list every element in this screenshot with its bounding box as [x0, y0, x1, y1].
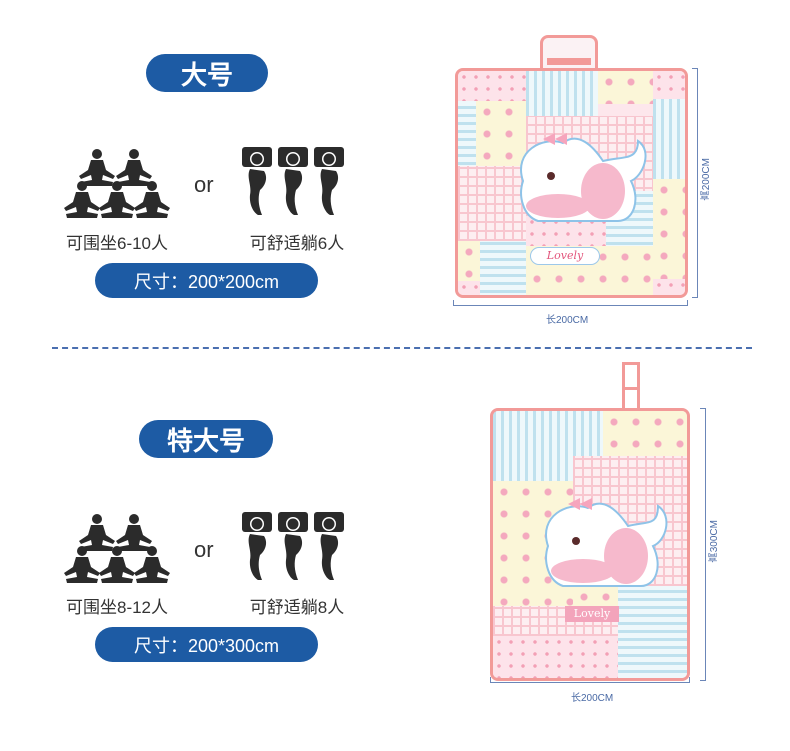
lying-people-icon [242, 512, 344, 580]
lying-person [314, 512, 344, 580]
sitting-person [79, 514, 115, 551]
sitting-person [79, 149, 115, 186]
sitting-person [64, 181, 100, 218]
sit-capacity-label: 可围坐6-10人 [65, 234, 169, 253]
sit-capacity-label: 可围坐8-12人 [65, 598, 169, 617]
width-dimension-label: 长200CM [571, 693, 614, 704]
or-text: or [194, 172, 214, 197]
sitting-person [64, 546, 100, 583]
sitting-person [134, 181, 170, 218]
sitting-person [116, 149, 152, 186]
size-title-large: 大号 [146, 54, 268, 92]
picnic-mat-200x200: Lovely [455, 68, 688, 298]
dog-illustration [545, 498, 668, 587]
lying-people-icon [242, 147, 344, 215]
lie-capacity-label: 可舒适躺8人 [249, 598, 345, 617]
dog-illustration [520, 133, 647, 222]
sitting-people-icon [64, 514, 170, 583]
sitting-person [116, 514, 152, 551]
lying-person [278, 147, 308, 215]
height-dimension-label: 高300CM [709, 520, 720, 563]
height-dimension-line [700, 408, 706, 681]
size-title-xlarge: 特大号 [139, 420, 273, 458]
sitting-people-icon [64, 149, 170, 218]
sitting-person [99, 546, 135, 583]
or-text: or [194, 537, 214, 562]
lying-person [242, 512, 272, 580]
lying-person [242, 147, 272, 215]
sitting-person [134, 546, 170, 583]
mat-lovely-label: Lovely [530, 247, 600, 265]
size-pill: 尺寸：200*300cm [95, 627, 318, 662]
size-pill: 尺寸：200*200cm [95, 263, 318, 298]
picnic-mat-200x300: Lovely [490, 408, 690, 681]
height-dimension-line [692, 68, 698, 298]
mat-handle [540, 35, 598, 71]
sitting-person [99, 181, 135, 218]
mat-lovely-label: Lovely [565, 606, 619, 622]
mat-strap [622, 362, 640, 410]
section-divider [52, 347, 752, 349]
width-dimension-line [490, 677, 690, 683]
width-dimension-line [453, 300, 688, 306]
lie-capacity-label: 可舒适躺6人 [249, 234, 345, 253]
width-dimension-label: 长200CM [546, 315, 589, 326]
lying-person [278, 512, 308, 580]
lying-person [314, 147, 344, 215]
height-dimension-label: 高200CM [701, 158, 712, 201]
